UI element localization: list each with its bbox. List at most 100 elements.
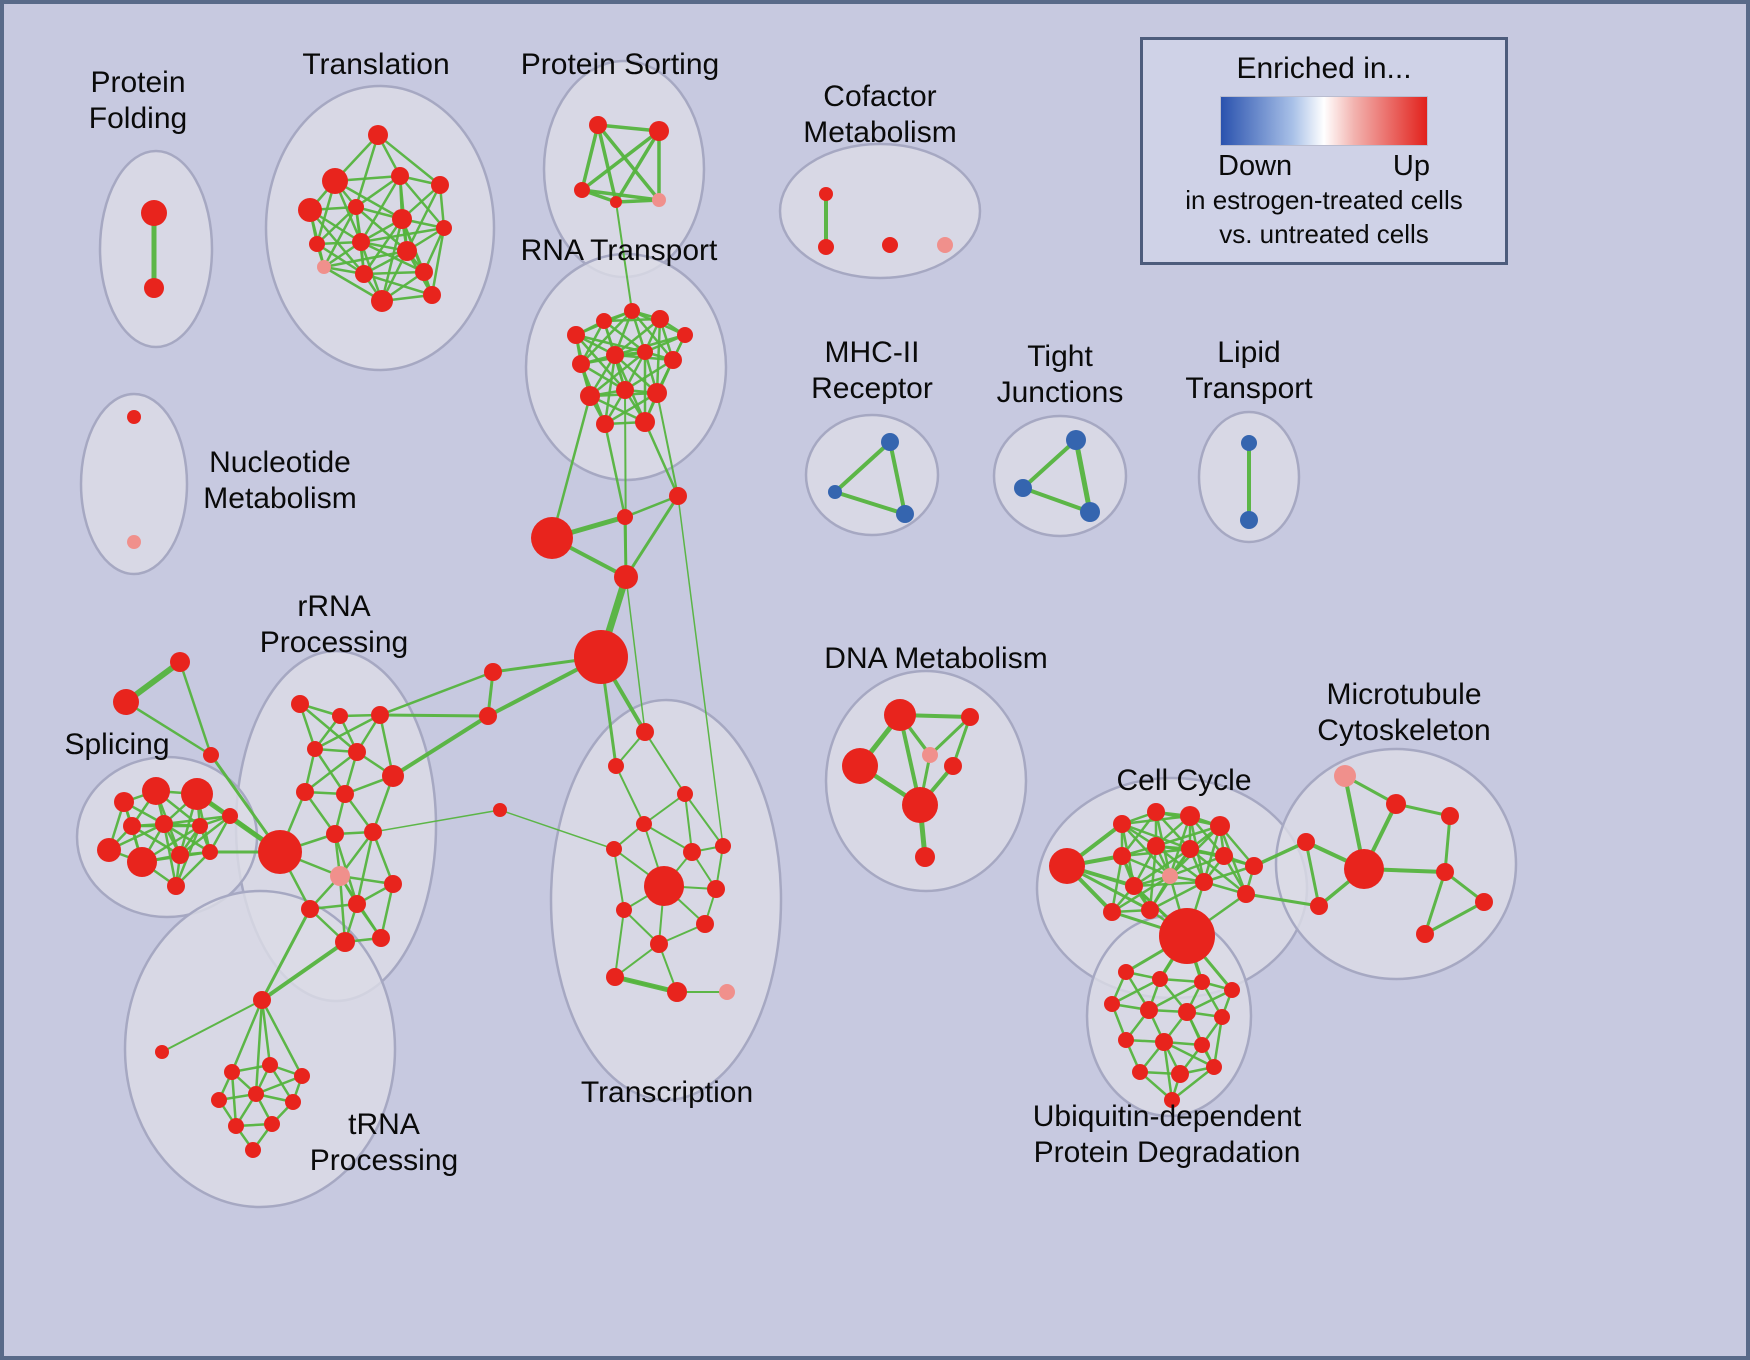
network-node <box>391 167 409 185</box>
network-node <box>1386 794 1406 814</box>
legend-gradient-bar <box>1220 96 1428 146</box>
network-edge <box>391 714 490 778</box>
legend-updown-row: Down Up <box>1218 150 1430 183</box>
network-edge <box>1148 880 1206 912</box>
cluster-label-tight-junctions: Tight <box>1027 340 1093 373</box>
network-node <box>669 487 687 505</box>
network-node <box>606 841 622 857</box>
cluster-label-trna-processing: tRNA <box>348 1108 420 1141</box>
network-node <box>1178 1003 1196 1021</box>
network-node <box>1103 903 1121 921</box>
network-node <box>884 699 916 731</box>
network-node <box>203 747 219 763</box>
network-node <box>667 982 687 1002</box>
network-node <box>589 116 607 134</box>
network-edge <box>624 494 680 579</box>
network-edge <box>260 998 272 1067</box>
network-node <box>1441 807 1459 825</box>
network-node <box>915 847 935 867</box>
network-edge <box>354 205 409 253</box>
network-edge <box>579 309 634 366</box>
network-node <box>332 708 348 724</box>
network-node <box>155 815 173 833</box>
network-node <box>1159 908 1215 964</box>
network-node <box>170 652 190 672</box>
network-edge <box>596 123 618 204</box>
network-edge <box>643 420 680 498</box>
network-edge <box>1304 840 1321 908</box>
network-node <box>1171 1065 1189 1083</box>
network-edge <box>603 353 617 426</box>
network-edge <box>1168 854 1226 878</box>
network-edge <box>580 123 600 192</box>
cluster-label-ubiquitin-degradation: Ubiquitin-dependent <box>1033 1100 1302 1133</box>
network-node <box>307 741 323 757</box>
network-node <box>322 168 348 194</box>
network-edge <box>614 943 660 978</box>
network-node <box>330 866 350 886</box>
network-node <box>155 1045 169 1059</box>
network-node <box>1206 1059 1222 1075</box>
legend-box: Enriched in... Down Up in estrogen-treat… <box>1140 37 1508 265</box>
network-edge <box>623 494 680 519</box>
network-node <box>298 198 322 222</box>
network-edge <box>1147 980 1204 1012</box>
network-node <box>392 209 412 229</box>
network-edge <box>614 198 661 204</box>
network-node <box>1155 1033 1173 1051</box>
network-node <box>636 816 652 832</box>
network-node <box>1240 511 1258 529</box>
network-node <box>211 1092 227 1108</box>
network-node <box>192 818 208 834</box>
network-edge <box>1188 847 1248 896</box>
network-node <box>1152 971 1168 987</box>
cluster-ellipse-microtubule-cytoskeleton <box>1274 747 1518 981</box>
network-node <box>707 880 725 898</box>
network-node <box>262 1057 278 1073</box>
network-edge <box>124 700 213 757</box>
network-node <box>652 193 666 207</box>
network-node <box>1125 877 1143 895</box>
network-node <box>348 743 366 761</box>
network-node <box>902 787 938 823</box>
network-edge <box>1443 814 1452 874</box>
network-node <box>616 381 634 399</box>
network-node <box>368 125 388 145</box>
network-edge <box>613 848 625 911</box>
network-edge <box>254 1074 304 1096</box>
network-edge <box>322 205 358 269</box>
network-node <box>531 517 573 559</box>
network-node <box>144 278 164 298</box>
network-node <box>677 327 693 343</box>
network-edge <box>1212 1015 1224 1069</box>
network-edge <box>1162 1040 1216 1069</box>
network-edge <box>1132 880 1206 888</box>
network-edge <box>359 240 426 274</box>
network-edge <box>623 358 675 392</box>
cluster-label-lipid-transport: Transport <box>1185 372 1313 405</box>
network-node <box>1344 849 1384 889</box>
network-edge <box>315 242 366 276</box>
network-edge <box>1154 824 1222 848</box>
network-node <box>479 707 497 725</box>
network-edge <box>614 909 625 978</box>
network-edge <box>684 793 724 847</box>
cluster-label-tight-junctions: Junctions <box>997 376 1124 409</box>
network-node <box>1194 974 1210 990</box>
cluster-label-protein-folding: Folding <box>89 102 187 135</box>
cluster-label-translation: Translation <box>302 48 449 81</box>
network-node <box>1310 897 1328 915</box>
network-node <box>1141 901 1159 919</box>
cluster-label-dna-metabolism: DNA Metabolism <box>824 642 1047 675</box>
legend-title: Enriched in... <box>1236 52 1412 85</box>
network-node <box>1297 833 1315 851</box>
network-edge <box>1120 810 1158 858</box>
network-edge <box>362 270 426 276</box>
network-node <box>493 803 507 817</box>
network-edge <box>376 133 442 187</box>
network-node <box>123 817 141 835</box>
network-edge <box>260 998 304 1078</box>
network-edge <box>313 713 382 751</box>
